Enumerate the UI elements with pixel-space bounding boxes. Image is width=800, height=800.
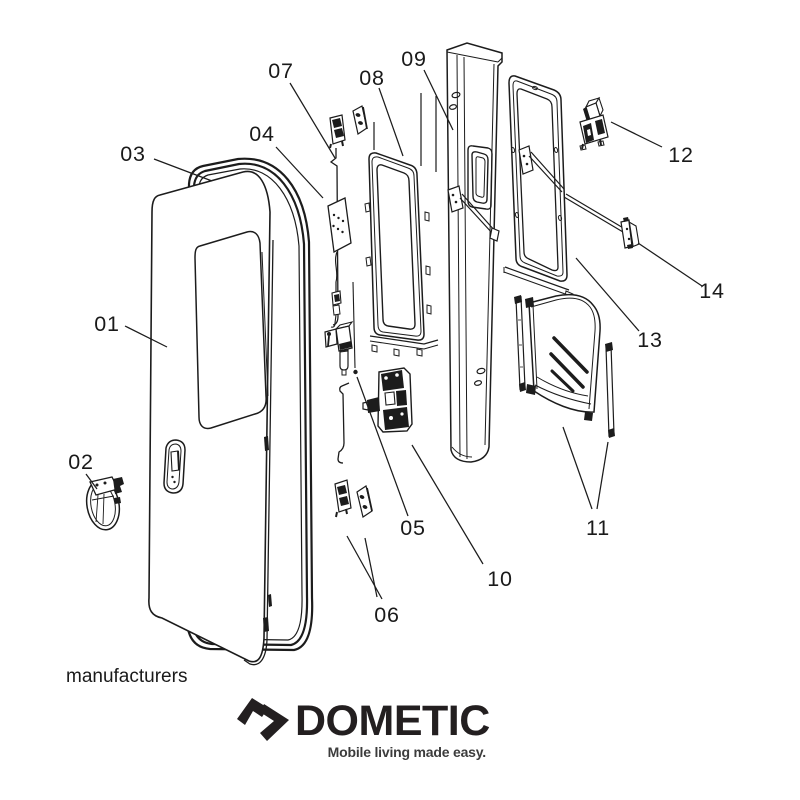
leader-05 <box>356 376 409 517</box>
leader-02 <box>85 473 98 490</box>
leader-04 <box>275 146 324 199</box>
part-label-09: 09 <box>401 47 427 71</box>
part-06-striker-plates <box>334 479 373 518</box>
part-labels: 01 02 03 04 05 06 07 08 09 10 11 12 13 1… <box>68 47 725 627</box>
part-label-06: 06 <box>374 603 400 627</box>
pillar-handle-cutout <box>467 145 493 210</box>
leader-14 <box>637 242 703 287</box>
part-label-01: 01 <box>94 312 120 336</box>
part-03-door-seal <box>185 157 314 652</box>
part-label-10: 10 <box>487 567 513 591</box>
caption-manufacturers: manufacturers <box>66 666 187 687</box>
leader-07 <box>289 82 336 159</box>
part-08-inner-window-frame <box>364 93 439 357</box>
part-label-08: 08 <box>359 66 385 90</box>
part-label-11: 11 <box>586 516 610 540</box>
part-09-side-pillar <box>446 42 503 463</box>
part-04-mounting-plate <box>327 197 352 328</box>
leader-09 <box>423 69 454 131</box>
leader-01 <box>124 325 168 348</box>
part-02-lock-cylinder <box>85 476 124 531</box>
part-05-lock-actuator <box>324 281 358 464</box>
part-label-14: 14 <box>699 279 725 303</box>
pillar-handle-grip <box>471 151 489 204</box>
part-label-05: 05 <box>400 516 426 540</box>
logo-brand-text: DOMETIC <box>295 697 490 745</box>
part-10-lock-mechanism <box>362 367 413 433</box>
leader-13 <box>575 257 640 332</box>
double-chevron-right-icon <box>237 698 289 741</box>
leader-12 <box>610 121 663 148</box>
leader-11a <box>562 426 593 510</box>
part-label-12: 12 <box>668 143 694 167</box>
leader-lines <box>85 69 703 600</box>
logo-tagline: Mobile living made easy. <box>328 744 486 760</box>
part-label-03: 03 <box>120 142 146 166</box>
leader-06a <box>346 535 383 600</box>
door-window-cutout <box>194 230 267 430</box>
part-12-hinge-bracket <box>579 96 609 151</box>
leader-10 <box>411 444 484 565</box>
part-01-door-panel <box>148 170 274 666</box>
leader-03 <box>153 158 213 182</box>
dometic-logo: DOMETIC Mobile living made easy. <box>237 697 490 760</box>
leader-08 <box>378 87 404 157</box>
leader-11b <box>596 441 609 510</box>
part-label-02: 02 <box>68 450 94 474</box>
hook-rod <box>337 382 350 464</box>
part-label-13: 13 <box>637 328 663 352</box>
part-13-outer-window-frame <box>503 75 574 301</box>
part-label-07: 07 <box>268 59 294 83</box>
part-14-stay-rod <box>563 193 640 249</box>
leader-anchor-dot <box>353 369 358 375</box>
leader-06b <box>364 537 378 598</box>
door-handle-recess <box>163 439 186 494</box>
part-11-storage-bin <box>514 293 615 438</box>
part-label-04: 04 <box>249 122 275 146</box>
